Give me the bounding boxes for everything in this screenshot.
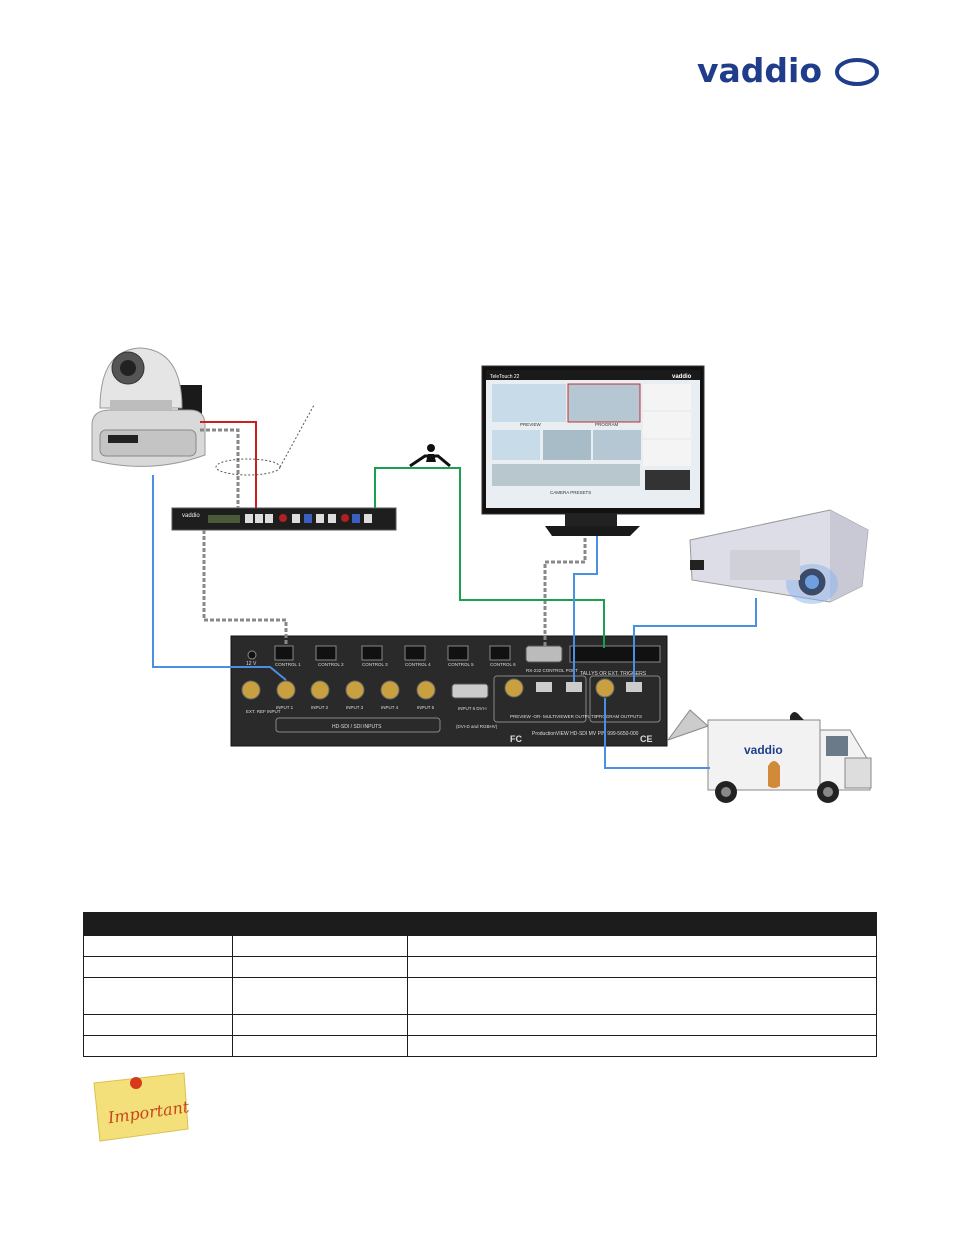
switcher-rs232: RS-232 CONTROL PORT (526, 668, 578, 673)
rack-controller: vaddio (171, 507, 397, 531)
monitor-label-program: PROGRAM (595, 422, 619, 427)
switcher-input-3: INPUT 3 (346, 705, 364, 710)
truck-brand: vaddio (744, 743, 783, 757)
vaddio-logo-mark: vaddio (697, 51, 879, 90)
switcher-input-1: INPUT 1 (276, 705, 294, 710)
table-cell (407, 977, 877, 1015)
table-header-cell (83, 912, 233, 936)
table-cell (407, 956, 877, 978)
table-cell (407, 1014, 877, 1036)
table-row (83, 956, 877, 978)
table-header-cell (232, 912, 408, 936)
projector (689, 509, 869, 604)
switcher-control-5: CONTROL 5 (448, 662, 474, 667)
switcher-input-4: INPUT 4 (381, 705, 399, 710)
sticky-note-icon: Important (93, 1072, 191, 1142)
switcher-sdi-inputs: HD-SDI / SDI INPUTS (332, 724, 382, 730)
switcher-dvi-note: (DVI-D and RGBHV) (456, 724, 498, 729)
monitor-title: TeleTouch 22 (490, 374, 520, 380)
table-row (83, 1014, 877, 1036)
table-cell (232, 935, 408, 957)
table-cell (407, 1035, 877, 1057)
table-cell (83, 956, 233, 978)
table-cell (83, 977, 233, 1015)
switcher-input-6: INPUT 6 DVI-I (458, 706, 487, 711)
cabling (152, 404, 757, 769)
touch-monitor: TeleTouch 22 vaddio PREVIEW PROGRAM CAME… (481, 365, 705, 536)
ce-mark: CE (640, 734, 653, 744)
important-note-icon: Important (92, 1071, 191, 1143)
table-cell (232, 956, 408, 978)
switcher-control-3: CONTROL 3 (362, 662, 388, 667)
table-row (83, 935, 877, 957)
monitor-label-presets: CAMERA PRESETS (550, 490, 591, 495)
table-header-cell (407, 912, 877, 936)
switcher-input-2: INPUT 2 (311, 705, 329, 710)
fcc-mark: FC (510, 734, 522, 744)
switcher-program-outputs: PROGRAM OUTPUTS (596, 714, 642, 719)
spec-table (83, 912, 877, 1057)
monitor-label-preview: PREVIEW (520, 422, 542, 427)
switcher-control-1: CONTROL 1 (275, 662, 301, 667)
table-cell (407, 935, 877, 957)
switcher-control-4: CONTROL 4 (405, 662, 431, 667)
logo-swoosh (835, 58, 879, 86)
monitor-brand: vaddio (672, 374, 692, 380)
switcher-preview-outputs: PREVIEW -OR- MULTIVIEWER OUTPUTS (510, 714, 597, 719)
table-row (83, 977, 877, 1015)
connection-diagram: vaddio TeleTouch 22 vaddio PREVIEW PROGR… (91, 347, 872, 803)
vaddio-logo: vaddio (697, 51, 879, 92)
person-jumping-icon (409, 444, 451, 468)
table-cell (83, 1035, 233, 1057)
table-cell (232, 977, 408, 1015)
table-header-row (83, 912, 877, 936)
ptz-camera (91, 347, 206, 467)
production-switcher: 12 V CONTROL 1 CONTROL 2 CONTROL 3 CONTR… (230, 635, 668, 747)
switcher-tallys: TALLYS OR EXT. TRIGGERS (580, 671, 647, 677)
switcher-control-2: CONTROL 2 (318, 662, 344, 667)
switcher-ext-ref: EXT. REF INPUT (246, 709, 281, 714)
table-row (83, 1035, 877, 1057)
switcher-model: ProductionVIEW HD-SDI MV P/N 999-5650-00… (532, 731, 639, 737)
switcher-power-label: 12 V (246, 661, 257, 667)
switcher-input-5: INPUT 5 (417, 705, 435, 710)
table-cell (83, 1014, 233, 1036)
table-cell (232, 1014, 408, 1036)
logo-text: vaddio (697, 52, 822, 90)
broadcast-truck: vaddio (666, 709, 872, 803)
table-cell (83, 935, 233, 957)
controller-brand: vaddio (182, 513, 200, 519)
table-cell (232, 1035, 408, 1057)
switcher-control-6: CONTROL 6 (490, 662, 516, 667)
